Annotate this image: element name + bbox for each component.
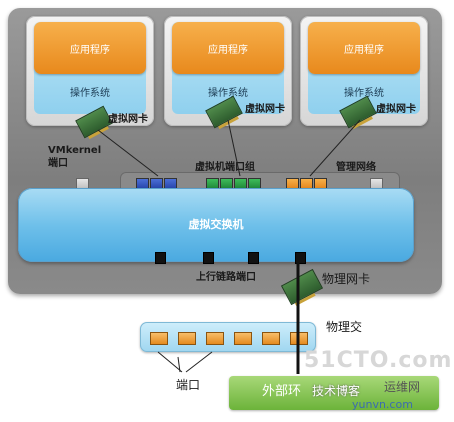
physical-switch-port bbox=[178, 332, 196, 345]
uplink-port bbox=[155, 252, 166, 264]
vm-3-nic-label: 虚拟网卡 bbox=[376, 104, 416, 115]
watermark-blog: 技术博客 bbox=[312, 384, 361, 398]
uplink-port bbox=[248, 252, 259, 264]
watermark-site2: 运维网 bbox=[384, 380, 421, 394]
vm-3-os-label: 操作系统 bbox=[344, 88, 384, 99]
vm-2-os: 应用程序 操作系统 bbox=[172, 22, 284, 114]
vm-1-os-label: 操作系统 bbox=[70, 88, 110, 99]
physical-switch-port bbox=[206, 332, 224, 345]
port-arrow-2 bbox=[157, 351, 183, 373]
vm-1: 应用程序 操作系统 bbox=[26, 16, 154, 126]
vm-1-link bbox=[97, 129, 159, 177]
vm-3-os: 应用程序 操作系统 bbox=[308, 22, 420, 114]
vmkernel-port-label: VMkernel 端口 bbox=[48, 145, 102, 169]
virtual-switch-label: 虚拟交换机 bbox=[188, 218, 244, 231]
uplink-ports-label: 上行链路端口 bbox=[196, 272, 256, 283]
watermark-site2-url: yunvn.com bbox=[352, 398, 413, 411]
vm-2-os-label: 操作系统 bbox=[208, 88, 248, 99]
physical-switch-label: 物理交 bbox=[326, 320, 363, 334]
vm-3-link bbox=[309, 119, 361, 177]
external-network bbox=[229, 376, 439, 410]
vm-2-app-label: 应用程序 bbox=[208, 44, 248, 56]
ports-label: 端口 bbox=[176, 378, 201, 392]
uplink-port bbox=[295, 252, 306, 264]
physical-switch-port bbox=[234, 332, 252, 345]
physical-switch-port bbox=[262, 332, 280, 345]
vm-1-os: 应用程序 操作系统 bbox=[34, 22, 146, 114]
physical-switch-port bbox=[150, 332, 168, 345]
watermark-51cto: 51CTO.com bbox=[304, 348, 453, 373]
vm-1-app-label: 应用程序 bbox=[70, 44, 110, 56]
vm-1-nic-label: 虚拟网卡 bbox=[108, 114, 148, 125]
vm-2-link bbox=[227, 119, 241, 177]
uplink-port bbox=[203, 252, 214, 264]
vm-2-nic-label: 虚拟网卡 bbox=[245, 104, 285, 115]
port-arrow-3 bbox=[185, 351, 213, 373]
vm-3-app-label: 应用程序 bbox=[344, 44, 384, 56]
virtual-switch bbox=[18, 188, 414, 262]
physical-switch bbox=[140, 322, 316, 352]
management-network-label: 管理网络 bbox=[336, 162, 376, 173]
vm-portgroup-label: 虚拟机端口组 bbox=[195, 162, 255, 173]
vm-2-app: 应用程序 bbox=[172, 22, 284, 74]
vm-1-app: 应用程序 bbox=[34, 22, 146, 74]
physical-nic-label: 物理网卡 bbox=[322, 272, 371, 286]
vm-3-app: 应用程序 bbox=[308, 22, 420, 74]
external-network-label: 外部环 bbox=[262, 384, 302, 399]
